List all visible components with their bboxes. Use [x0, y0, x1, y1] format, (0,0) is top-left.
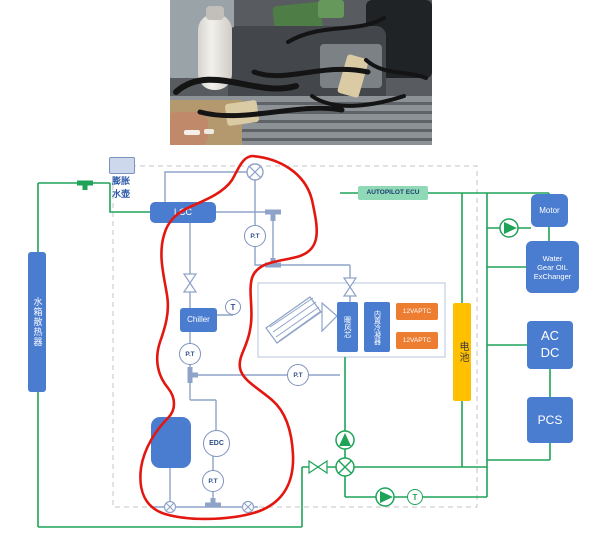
photo-green-module-2: [318, 0, 344, 18]
pt-sensor: P.T: [202, 470, 224, 492]
four-way-valve-icon: [246, 163, 264, 181]
autopilot-ecu-box: AUTOPILOT ECU: [358, 186, 428, 200]
pcs-box: PCS: [527, 397, 573, 443]
internal-condenser-box: 内置冷凝器: [364, 302, 390, 352]
photo-cylinder-cap: [206, 6, 224, 20]
photo-white-mark: [184, 130, 200, 135]
four-way-valve-icon-coolant: [335, 457, 355, 477]
pt-sensor: P.T: [244, 225, 266, 247]
motor-box: Motor: [531, 194, 568, 227]
edc-pump: EDC: [203, 430, 230, 457]
photo-white-mark-2: [204, 129, 214, 134]
pt-sensor: P.T: [179, 343, 201, 365]
expansion-tank-label: 膨胀 水壶: [111, 176, 130, 199]
t-sensor: T: [407, 489, 423, 505]
pump-icons: [335, 218, 519, 507]
bench-photo: [170, 0, 432, 145]
ptc-heater-top: 12VAPTC: [396, 303, 438, 320]
battery-bar: 电池: [453, 303, 471, 401]
tee-fitting-icons: [187, 209, 281, 508]
ptc-heater-bottom: 12VAPTC: [396, 332, 438, 349]
evaporator-sketch: [265, 296, 338, 344]
coolant-reservoir-box: [151, 417, 191, 468]
expansion-tank-symbol: [109, 157, 135, 174]
pt-sensor: P.T: [287, 364, 309, 386]
photo-hand: [170, 112, 208, 145]
photo-cables: [173, 16, 428, 119]
coolant-lines: [37, 182, 551, 528]
heater-core-box: 暖风芯: [337, 302, 358, 352]
chiller-box: Chiller: [180, 308, 217, 332]
t-sensor: T: [225, 299, 241, 315]
acdc-box: AC DC: [527, 321, 573, 369]
lcc-box: LCC: [150, 202, 216, 223]
radiator-bar: 水箱散热器: [28, 252, 46, 392]
coolant-tee-icon: [77, 180, 93, 190]
water-gear-oil-exchanger-box: Water Gear OIL ExChanger: [526, 241, 579, 293]
